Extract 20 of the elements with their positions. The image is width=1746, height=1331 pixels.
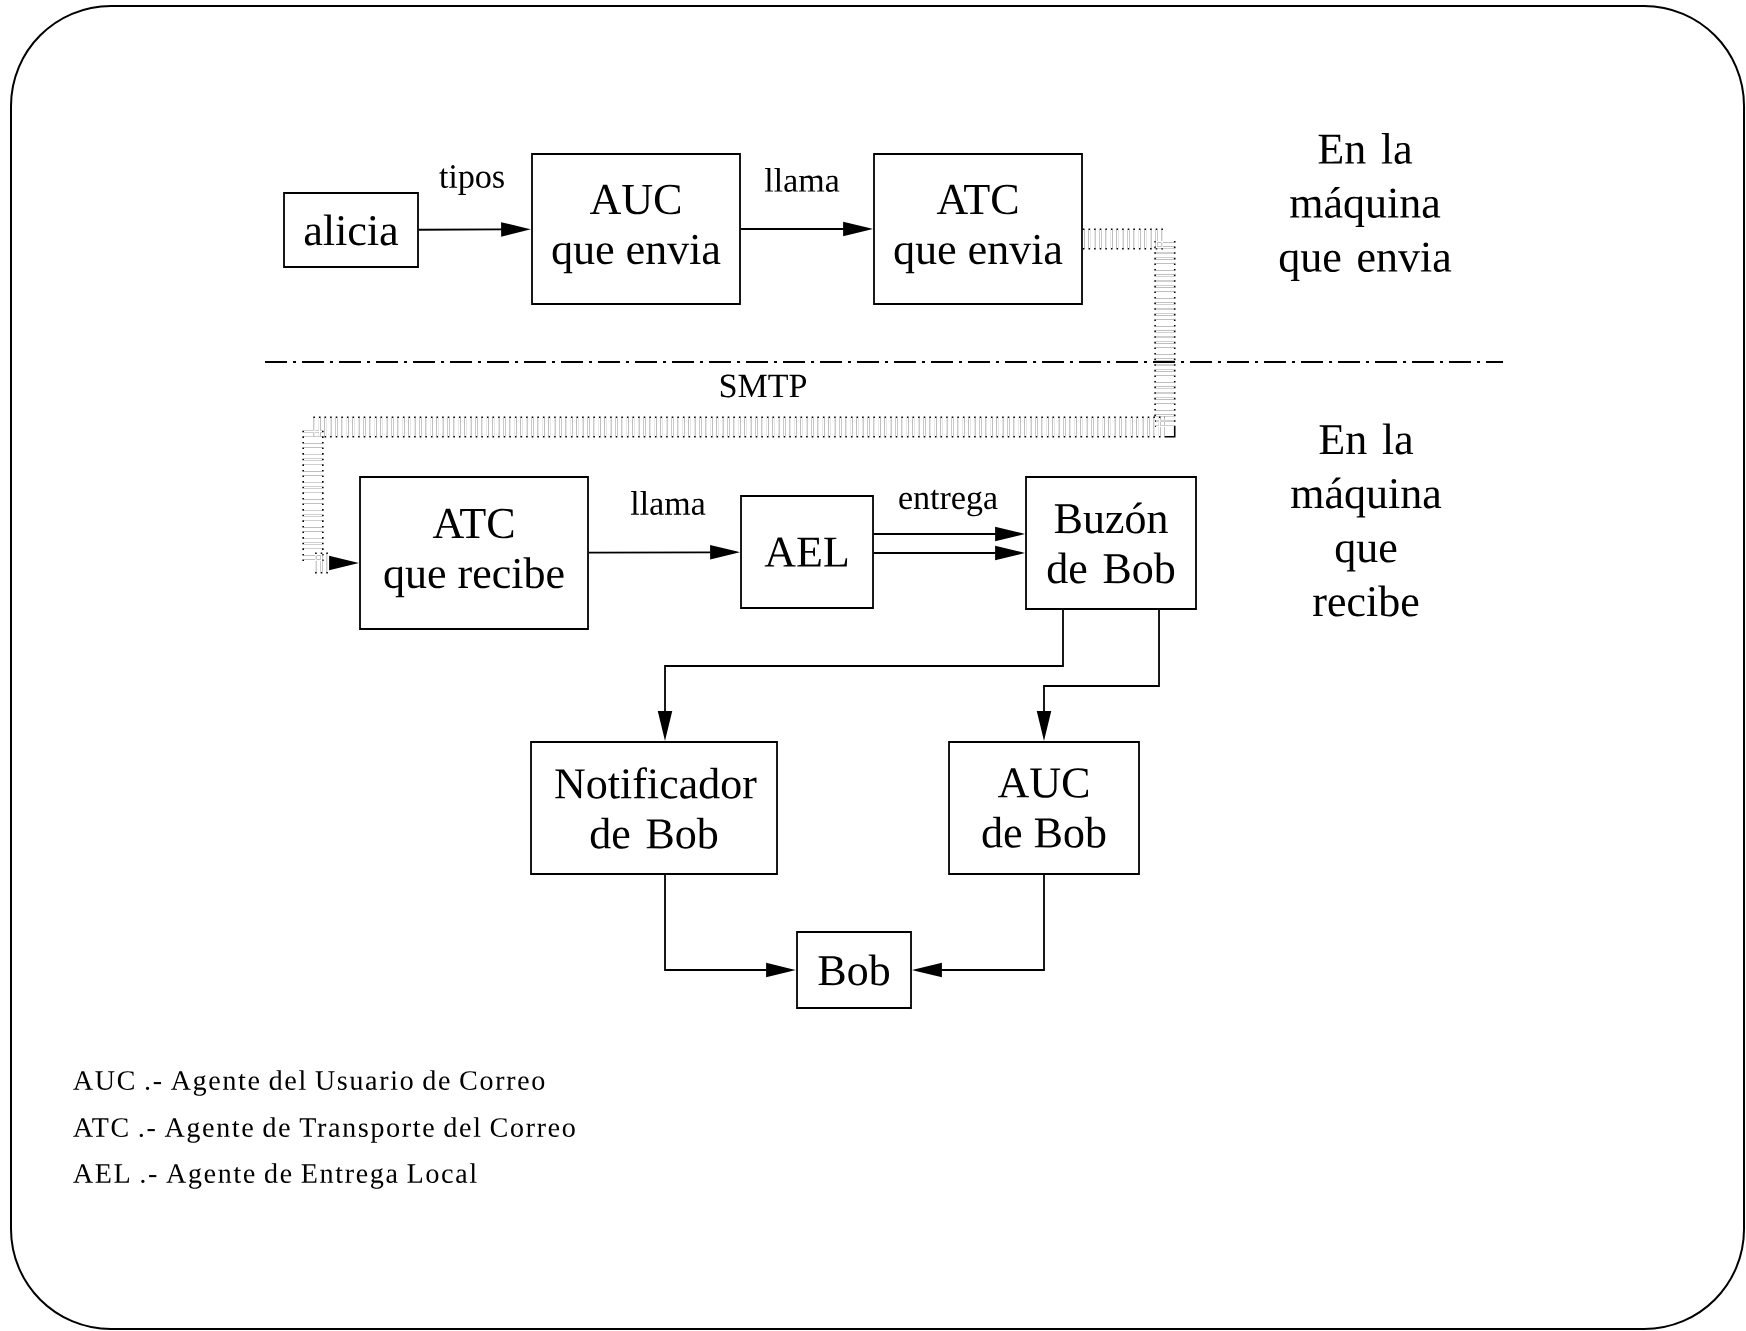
- abbreviation-note: AUC .- Agente del Usuario de Correo: [73, 1070, 545, 1096]
- edge-label: SMTP: [716, 372, 810, 400]
- process-box: AUC de Bob: [948, 741, 1140, 875]
- process-box: ATC que envia: [873, 153, 1083, 305]
- process-box: Notificador de Bob: [530, 741, 778, 875]
- process-box: alicia: [283, 192, 419, 268]
- edge-label: llama: [762, 166, 842, 194]
- abbreviation-note: AEL .- Agente de Entrega Local: [73, 1163, 477, 1189]
- process-box: Bob: [796, 931, 912, 1009]
- edge-label: llama: [628, 489, 708, 517]
- abbreviation-note: ATC .- Agente de Transporte del Correo: [73, 1117, 575, 1143]
- process-box: ATC que recibe: [359, 476, 589, 630]
- edge-label: entrega: [896, 487, 1001, 519]
- arrow: [302, 228, 1176, 574]
- process-box: AUC que envia: [531, 153, 741, 305]
- process-box: AEL: [740, 495, 874, 609]
- region-label: En la máquina que envia: [1279, 133, 1452, 281]
- region-label: En la máquina que recibe: [1291, 423, 1442, 617]
- process-box: Buzón de Bob: [1025, 476, 1197, 610]
- edge-label: tipos: [436, 163, 508, 197]
